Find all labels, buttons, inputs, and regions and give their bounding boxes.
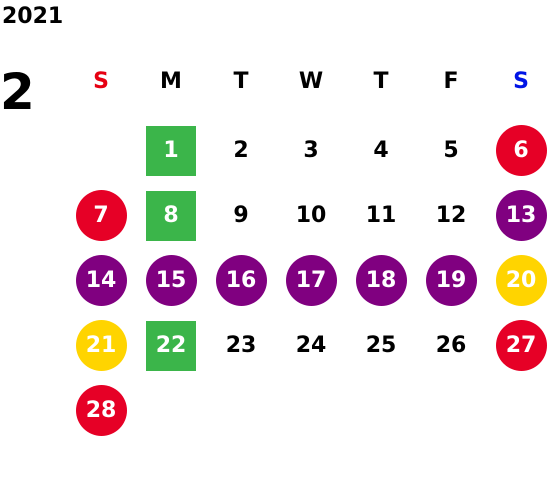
day-cell[interactable]: 19 — [416, 248, 486, 313]
day-cell[interactable]: 22 — [136, 313, 206, 378]
weekday-header-fri: F — [443, 68, 459, 94]
day-cell[interactable]: 10 — [276, 183, 346, 248]
day-cell[interactable]: 4 — [346, 118, 416, 183]
day-cell[interactable]: 3 — [276, 118, 346, 183]
day-cell[interactable]: 18 — [346, 248, 416, 313]
day-number-19: 19 — [425, 255, 477, 306]
day-number-21: 21 — [75, 320, 127, 371]
day-number-24: 24 — [295, 332, 327, 358]
day-cell[interactable]: 16 — [206, 248, 276, 313]
day-cell[interactable]: 21 — [66, 313, 136, 378]
day-number-22: 22 — [146, 320, 196, 371]
calendar-year: 2021 — [2, 4, 64, 29]
day-number-27: 27 — [495, 320, 547, 371]
weekday-header-mon: M — [160, 68, 182, 94]
weekday-header-wed: W — [298, 68, 324, 94]
day-number-15: 15 — [145, 255, 197, 306]
day-number-4: 4 — [373, 137, 389, 163]
day-number-26: 26 — [435, 332, 467, 358]
day-cell[interactable]: 2 — [206, 118, 276, 183]
day-cell[interactable]: 27 — [486, 313, 548, 378]
day-cell[interactable]: 15 — [136, 248, 206, 313]
day-number-9: 9 — [233, 202, 249, 228]
day-cell[interactable]: 13 — [486, 183, 548, 248]
day-number-28: 28 — [75, 385, 127, 436]
day-number-18: 18 — [355, 255, 407, 306]
day-number-12: 12 — [435, 202, 467, 228]
day-cell[interactable]: 6 — [486, 118, 548, 183]
day-cell[interactable]: 24 — [276, 313, 346, 378]
day-cell[interactable]: 11 — [346, 183, 416, 248]
calendar-month: 2 — [0, 63, 35, 121]
day-cell[interactable]: 12 — [416, 183, 486, 248]
day-number-25: 25 — [365, 332, 397, 358]
day-number-17: 17 — [285, 255, 337, 306]
day-number-14: 14 — [75, 255, 127, 306]
day-cell[interactable]: 26 — [416, 313, 486, 378]
weekday-header-tue: T — [233, 68, 249, 94]
day-number-5: 5 — [443, 137, 459, 163]
day-cell[interactable]: 7 — [66, 183, 136, 248]
day-number-3: 3 — [303, 137, 319, 163]
weekday-header-sun: S — [93, 68, 109, 94]
day-cell[interactable]: 9 — [206, 183, 276, 248]
day-number-6: 6 — [495, 125, 547, 176]
day-cell[interactable]: 25 — [346, 313, 416, 378]
day-cell[interactable]: 14 — [66, 248, 136, 313]
day-number-8: 8 — [146, 190, 196, 241]
day-number-10: 10 — [295, 202, 327, 228]
day-number-11: 11 — [365, 202, 397, 228]
day-cell[interactable]: 23 — [206, 313, 276, 378]
day-number-23: 23 — [225, 332, 257, 358]
day-cell[interactable]: 8 — [136, 183, 206, 248]
day-number-20: 20 — [495, 255, 547, 306]
day-number-7: 7 — [75, 190, 127, 241]
day-number-16: 16 — [215, 255, 267, 306]
day-cell[interactable]: 20 — [486, 248, 548, 313]
day-number-1: 1 — [146, 125, 196, 176]
day-cell[interactable]: 1 — [136, 118, 206, 183]
day-number-2: 2 — [233, 137, 249, 163]
day-cell[interactable]: 28 — [66, 378, 136, 443]
day-number-13: 13 — [495, 190, 547, 241]
day-cell[interactable]: 17 — [276, 248, 346, 313]
weekday-header-sat: S — [513, 68, 529, 94]
day-cell[interactable]: 5 — [416, 118, 486, 183]
weekday-header-thu: T — [373, 68, 389, 94]
